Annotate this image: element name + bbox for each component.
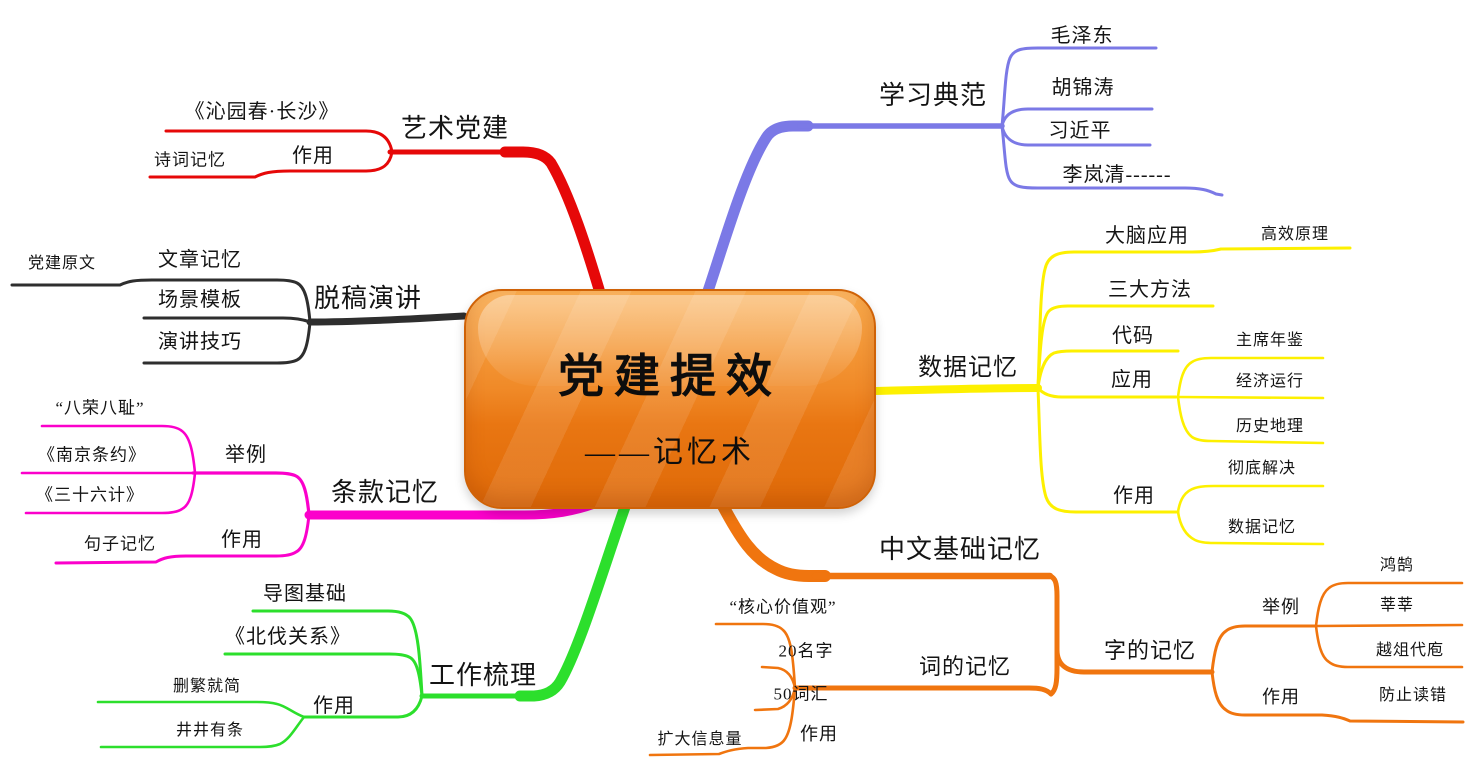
node-data-effect[interactable]: 作用 bbox=[1113, 485, 1155, 507]
node-data-methods[interactable]: 三大方法 bbox=[1108, 279, 1192, 301]
node-chinese-words[interactable]: 词的记忆 bbox=[918, 654, 1012, 679]
node-data-datamem[interactable]: 数据记忆 bbox=[1227, 519, 1297, 536]
node-chinese-yuezudaipao[interactable]: 越俎代庖 bbox=[1375, 642, 1445, 659]
node-speech-branch[interactable]: 脱稿演讲 bbox=[313, 284, 423, 313]
node-clauses-examples[interactable]: 举例 bbox=[225, 444, 267, 466]
node-chinese-chars[interactable]: 字的记忆 bbox=[1103, 638, 1197, 663]
node-art-poem[interactable]: 《沁园春·长沙》 bbox=[184, 101, 340, 123]
node-speech-skill[interactable]: 演讲技巧 bbox=[158, 331, 242, 353]
node-art-branch[interactable]: 艺术党建 bbox=[400, 114, 510, 143]
node-work-beifa[interactable]: 《北伐关系》 bbox=[225, 626, 351, 648]
node-speech-origin[interactable]: 党建原文 bbox=[27, 255, 97, 272]
node-data-histgeo[interactable]: 历史地理 bbox=[1235, 418, 1305, 435]
branch-work-lines bbox=[96, 498, 632, 749]
node-models-mao[interactable]: 毛泽东 bbox=[1050, 25, 1114, 47]
node-models-li[interactable]: 李岚清------ bbox=[1062, 164, 1172, 186]
node-chinese-shenshen[interactable]: 莘莘 bbox=[1379, 597, 1415, 614]
node-data-apply[interactable]: 应用 bbox=[1111, 369, 1153, 391]
node-chinese-chars-examples[interactable]: 举例 bbox=[1262, 597, 1300, 617]
center-topic-subtitle: ——记忆术 bbox=[585, 436, 755, 469]
node-models-xi[interactable]: 习近平 bbox=[1048, 120, 1112, 142]
node-work-branch[interactable]: 工作梳理 bbox=[428, 661, 538, 690]
branch-models-lines bbox=[701, 46, 1224, 300]
node-clauses-effect[interactable]: 作用 bbox=[221, 529, 263, 551]
node-clauses-sentence[interactable]: 句子记忆 bbox=[84, 534, 156, 554]
node-work-effect[interactable]: 作用 bbox=[313, 695, 355, 717]
node-data-brain[interactable]: 大脑应用 bbox=[1105, 225, 1189, 247]
node-chinese-names20[interactable]: 20名字 bbox=[778, 641, 834, 661]
node-chinese-chars-effect[interactable]: 作用 bbox=[1262, 687, 1300, 707]
node-data-principle[interactable]: 高效原理 bbox=[1260, 226, 1330, 243]
branch-art-lines bbox=[148, 129, 607, 302]
node-clauses-barongbachi[interactable]: “八荣八耻” bbox=[55, 398, 145, 418]
node-art-shici[interactable]: 诗词记忆 bbox=[154, 150, 226, 170]
node-data-code[interactable]: 代码 bbox=[1112, 325, 1154, 347]
node-data-economy[interactable]: 经济运行 bbox=[1235, 373, 1305, 390]
node-work-simplify[interactable]: 删繁就简 bbox=[172, 678, 242, 695]
node-speech-scene[interactable]: 场景模板 bbox=[158, 289, 242, 311]
node-models-hu[interactable]: 胡锦涛 bbox=[1051, 77, 1115, 99]
node-chinese-misread[interactable]: 防止读错 bbox=[1378, 687, 1448, 704]
node-work-order[interactable]: 井井有条 bbox=[175, 722, 245, 739]
center-topic-title: 党建提效 bbox=[558, 351, 782, 402]
node-speech-article[interactable]: 文章记忆 bbox=[158, 249, 242, 271]
branch-speech-lines bbox=[10, 278, 468, 365]
center-topic-node[interactable]: 党建提效 ——记忆术 bbox=[464, 289, 876, 509]
node-chinese-words-effect[interactable]: 作用 bbox=[800, 724, 838, 744]
node-work-mapbasics[interactable]: 导图基础 bbox=[263, 583, 347, 605]
node-chinese-expand[interactable]: 扩大信息量 bbox=[657, 731, 743, 748]
node-art-effect[interactable]: 作用 bbox=[292, 145, 334, 167]
node-data-solve[interactable]: 彻底解决 bbox=[1227, 460, 1297, 477]
branch-chinese-lines bbox=[648, 498, 1465, 757]
branch-data-lines bbox=[869, 246, 1352, 546]
node-clauses-sanshiliuji[interactable]: 《三十六计》 bbox=[36, 485, 144, 505]
node-clauses-branch[interactable]: 条款记忆 bbox=[330, 478, 440, 507]
node-clauses-nanjing[interactable]: 《南京条约》 bbox=[38, 445, 146, 465]
node-models-branch[interactable]: 学习典范 bbox=[878, 81, 988, 110]
node-chinese-vocab50[interactable]: 50词汇 bbox=[773, 684, 829, 704]
node-data-branch[interactable]: 数据记忆 bbox=[918, 355, 1018, 381]
node-chinese-branch[interactable]: 中文基础记忆 bbox=[878, 535, 1042, 564]
node-data-yearbook[interactable]: 主席年鉴 bbox=[1235, 332, 1305, 349]
node-chinese-corevalues[interactable]: “核心价值观” bbox=[729, 597, 837, 617]
node-chinese-honghu[interactable]: 鸿鹄 bbox=[1379, 557, 1415, 574]
